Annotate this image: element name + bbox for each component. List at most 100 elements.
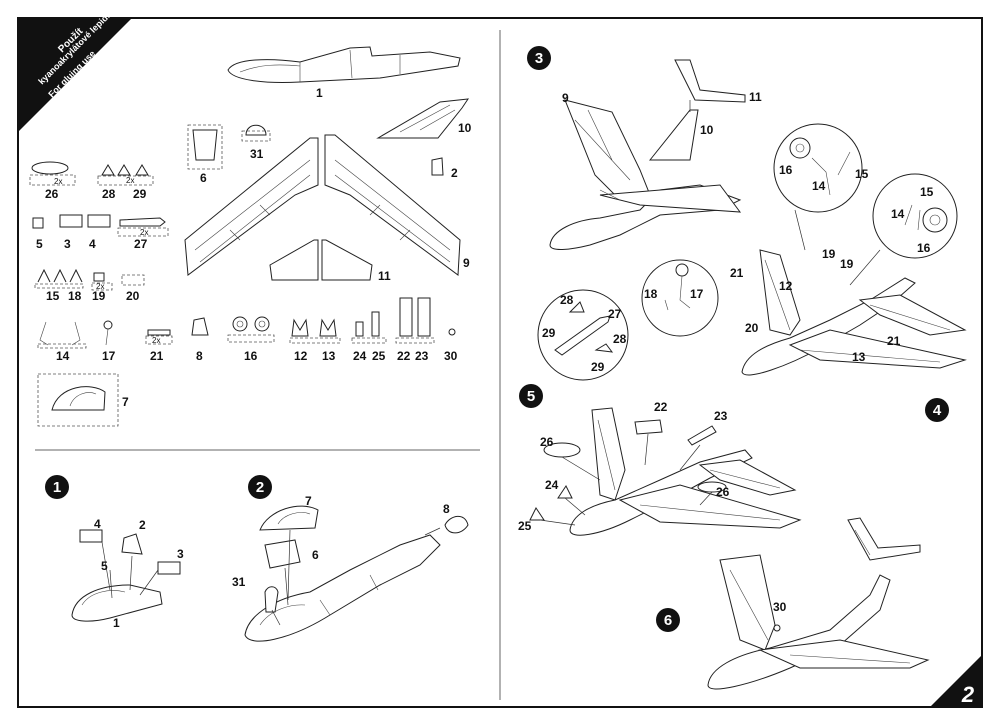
- label-part-16: 16: [244, 349, 258, 363]
- s4-label-19b: 19: [840, 257, 854, 271]
- step-5-drawing: 26 22 23 24 25 26: [518, 400, 802, 536]
- s5-label-22: 22: [654, 400, 668, 414]
- step-number-3: 3: [535, 50, 543, 67]
- label-part-14: 14: [56, 349, 70, 363]
- s4-label-18: 18: [644, 287, 658, 301]
- part-14-17: 14 17: [37, 320, 116, 363]
- step-badge-3: 3: [527, 46, 551, 70]
- label-part-18: 18: [68, 289, 82, 303]
- mult-19: 2x: [96, 282, 104, 291]
- s1-label-5: 5: [101, 559, 108, 573]
- s4-label-16a: 16: [779, 163, 793, 177]
- part-tailplane: 11: [269, 239, 391, 283]
- s4-label-21b: 21: [887, 334, 901, 348]
- s4-label-13: 13: [852, 350, 866, 364]
- s4-inset-29b: 29: [591, 360, 605, 374]
- s4-label-15a: 15: [855, 167, 869, 181]
- label-part-21: 21: [150, 349, 164, 363]
- step-3-drawing: 9 11 10: [549, 59, 762, 250]
- step-number-2: 2: [256, 479, 264, 496]
- mult-28: 2x: [126, 176, 134, 185]
- s5-label-25: 25: [518, 519, 532, 533]
- mult-21: 2x: [152, 336, 160, 345]
- part-fin: 10: [376, 98, 472, 139]
- s4-label-20: 20: [745, 321, 759, 335]
- step-1-drawing: 4 2 5 3 1: [71, 517, 184, 630]
- s4-label-16b: 16: [917, 241, 931, 255]
- part-28-29: 2x 28 29: [97, 164, 154, 201]
- step-badge-6: 6: [656, 608, 680, 632]
- s4-label-14a: 14: [812, 179, 826, 193]
- step-2-drawing: 7 8 6 31: [232, 494, 469, 642]
- s4-label-17: 17: [690, 287, 704, 301]
- s3-label-9: 9: [562, 91, 569, 105]
- s1-label-2: 2: [139, 518, 146, 532]
- s4-inset-27: 27: [608, 307, 622, 321]
- s4-label-15b: 15: [920, 185, 934, 199]
- part-15-18-19-20: 2x 15 18 19 20: [34, 268, 145, 303]
- step-badge-2: 2: [248, 475, 272, 499]
- s2-label-6: 6: [312, 548, 319, 562]
- label-part-22: 22: [397, 349, 411, 363]
- label-part-28: 28: [102, 187, 116, 201]
- label-part-26: 26: [45, 187, 59, 201]
- label-part-8: 8: [196, 349, 203, 363]
- s4-label-12: 12: [779, 279, 793, 293]
- label-part-23: 23: [415, 349, 429, 363]
- mult-27: 2x: [140, 228, 148, 237]
- s4-inset-29a: 29: [542, 326, 556, 340]
- part-31: 31: [241, 124, 271, 161]
- label-part-9: 9: [463, 256, 470, 270]
- step-badge-1: 1: [45, 475, 69, 499]
- step-number-1: 1: [53, 479, 61, 496]
- s4-label-21a: 21: [730, 266, 744, 280]
- s3-label-10: 10: [700, 123, 714, 137]
- part-12-13-24-25: 12 13 24 25 22 23 30: [289, 297, 458, 363]
- s1-label-3: 3: [177, 547, 184, 561]
- s4-inset-28b: 28: [613, 332, 627, 346]
- page-number: 2: [961, 682, 975, 707]
- label-part-10: 10: [458, 121, 472, 135]
- s6-label-30: 30: [773, 600, 787, 614]
- step-badge-4: 4: [925, 398, 949, 422]
- label-part-15: 15: [46, 289, 60, 303]
- label-part-7: 7: [122, 395, 129, 409]
- s5-label-23: 23: [714, 409, 728, 423]
- page-number-badge: 2: [930, 655, 982, 707]
- label-part-5: 5: [36, 237, 43, 251]
- s3-label-11: 11: [749, 90, 762, 104]
- step-6-drawing: 30: [707, 517, 930, 690]
- part-5-3-4: 5 3 4: [32, 214, 111, 251]
- part-21-8-16: 2x 21 8 16: [145, 316, 275, 363]
- detail-circle-gear-right: [872, 173, 958, 259]
- part-26: 2x 26: [29, 161, 76, 201]
- s1-label-4: 4: [94, 517, 101, 531]
- s2-label-8: 8: [443, 502, 450, 516]
- label-part-6: 6: [200, 171, 207, 185]
- label-part-1: 1: [316, 86, 323, 100]
- s2-label-7: 7: [305, 494, 312, 508]
- label-part-20: 20: [126, 289, 140, 303]
- mult-26: 2x: [54, 177, 62, 186]
- step-badge-5: 5: [519, 384, 543, 408]
- label-part-13: 13: [322, 349, 336, 363]
- label-part-3: 3: [64, 237, 71, 251]
- s1-label-1: 1: [113, 616, 120, 630]
- step-number-5: 5: [527, 388, 535, 405]
- s2-label-31: 31: [232, 575, 246, 589]
- label-part-2: 2: [451, 166, 458, 180]
- part-27: 2x 27: [117, 217, 169, 251]
- s5-label-24: 24: [545, 478, 559, 492]
- step-4-drawing: 16 14 15 15 14 16 21 12 19 19 18 17 20 1…: [537, 123, 967, 381]
- label-part-30: 30: [444, 349, 458, 363]
- part-canopy: 7: [37, 373, 129, 427]
- label-part-4: 4: [89, 237, 96, 251]
- part-fuselage: 1: [227, 46, 461, 100]
- label-part-29: 29: [133, 187, 147, 201]
- step-number-4: 4: [933, 402, 942, 419]
- s4-label-14b: 14: [891, 207, 905, 221]
- label-part-11: 11: [378, 269, 391, 283]
- label-part-24: 24: [353, 349, 367, 363]
- part-wing: 9: [184, 134, 470, 276]
